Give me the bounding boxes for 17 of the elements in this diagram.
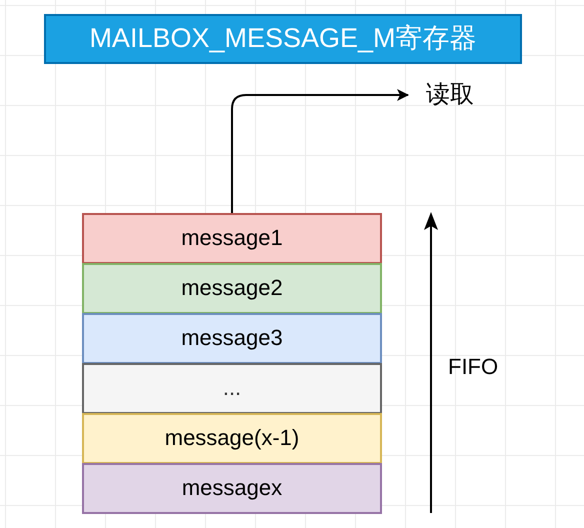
arrow [231, 89, 409, 213]
output-label: 读取 [426, 82, 474, 108]
queue-slot [82, 363, 382, 414]
title-banner [44, 14, 522, 64]
slot-label: message(x-1) [164, 426, 300, 451]
queue-slot [82, 263, 382, 314]
queue-slot [82, 213, 382, 264]
queue-slot [82, 463, 382, 514]
slot-label: message1 [181, 226, 283, 251]
slot-label: messagex [182, 476, 282, 501]
slot-label: message2 [181, 276, 283, 301]
direction-label: FIFO [448, 354, 498, 380]
title-text: MAILBOX_MESSAGE_M寄存器 [89, 24, 477, 54]
queue-slot [82, 313, 382, 364]
queue-slot [82, 413, 382, 464]
slot-label: message3 [181, 326, 283, 351]
slot-label: ... [222, 376, 242, 401]
